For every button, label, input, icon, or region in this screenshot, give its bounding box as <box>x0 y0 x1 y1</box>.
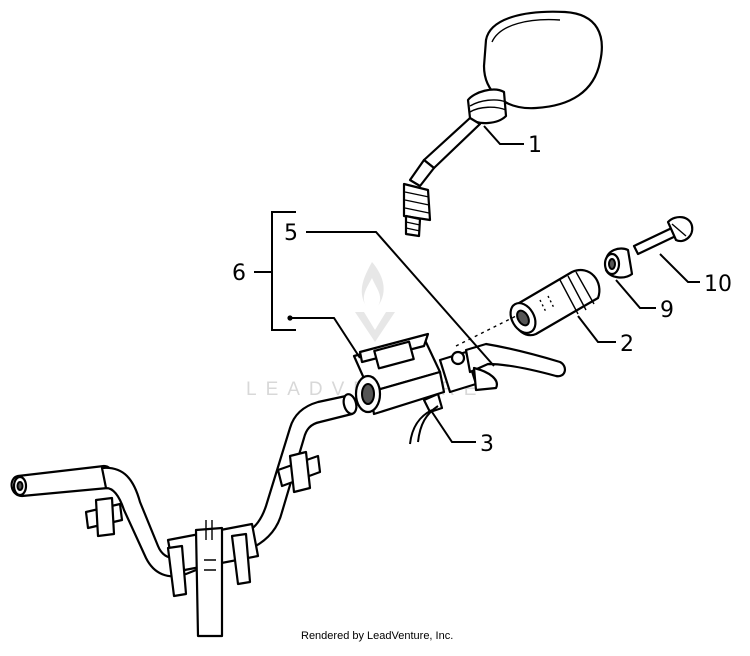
brake-lever-part <box>464 342 566 392</box>
handlebar-part <box>10 393 358 638</box>
leader-2 <box>577 315 616 343</box>
leader-5 <box>306 231 495 367</box>
callout-9: 9 <box>660 298 674 323</box>
bracket-6 <box>254 211 296 331</box>
callout-1: 1 <box>528 133 542 158</box>
bar-end-weight-part <box>603 247 634 279</box>
brake-switch-part <box>409 392 444 445</box>
callout-2: 2 <box>620 332 634 357</box>
leader-9 <box>615 279 656 309</box>
callout-10: 10 <box>704 272 732 297</box>
callout-3: 3 <box>480 432 494 457</box>
mirror-part <box>402 10 603 238</box>
master-cylinder-part <box>352 332 478 416</box>
callout-5: 5 <box>284 221 298 246</box>
grip-part <box>509 269 601 337</box>
screw-part <box>632 216 694 256</box>
render-credit: Rendered by LeadVenture, Inc. <box>301 630 453 642</box>
callout-6: 6 <box>232 261 246 286</box>
leader-1 <box>483 125 524 145</box>
assembly-line <box>455 315 517 347</box>
leader-6 <box>290 317 361 359</box>
leader-3 <box>431 411 476 443</box>
flame-logo-icon <box>355 262 395 342</box>
leader-lines <box>287 125 700 443</box>
leader-10 <box>659 253 700 283</box>
